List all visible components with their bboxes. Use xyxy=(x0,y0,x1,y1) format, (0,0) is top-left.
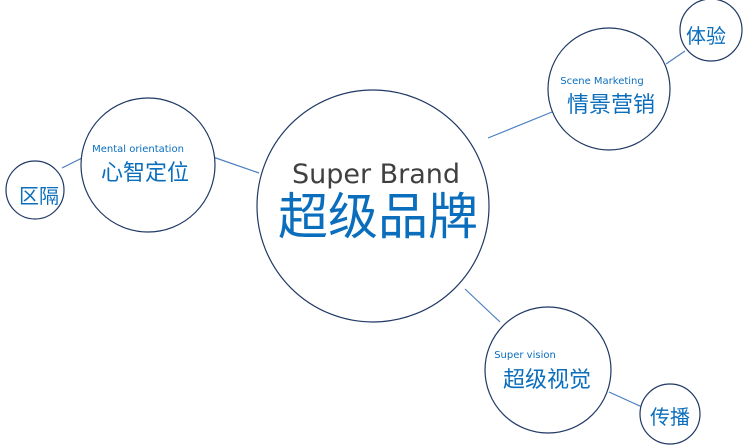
link-center-scene xyxy=(487,111,553,139)
scene-marketing-node: Scene Marketing 情景营销 xyxy=(547,27,671,151)
scene-cn-label: 情景营销 xyxy=(567,93,655,118)
center-cn-label: 超级品牌 xyxy=(278,188,478,246)
segment-label: 区隔 xyxy=(19,184,59,208)
mental-orientation-node: Mental orientation 心智定位 xyxy=(80,97,216,233)
scene-en-label: Scene Marketing xyxy=(560,76,644,87)
segment-node: 区隔 xyxy=(5,160,65,220)
experience-label: 体验 xyxy=(686,24,726,48)
link-center-mental xyxy=(212,156,260,174)
spread-label: 传播 xyxy=(650,405,690,429)
center-node: Super Brand 超级品牌 xyxy=(256,89,490,323)
mental-cn-label: 心智定位 xyxy=(101,161,189,186)
vision-en-label: Super vision xyxy=(494,350,556,361)
center-en-label: Super Brand xyxy=(292,159,460,190)
link-vision-spread xyxy=(608,391,643,408)
experience-node: 体验 xyxy=(679,0,743,62)
vision-cn-label: 超级视觉 xyxy=(503,368,591,393)
mental-en-label: Mental orientation xyxy=(92,144,184,155)
link-center-vision xyxy=(464,288,501,323)
link-mental-segment xyxy=(61,156,85,169)
spread-node: 传播 xyxy=(639,383,701,445)
link-scene-experience xyxy=(665,50,686,65)
super-vision-node: Super vision 超级视觉 xyxy=(484,306,612,434)
